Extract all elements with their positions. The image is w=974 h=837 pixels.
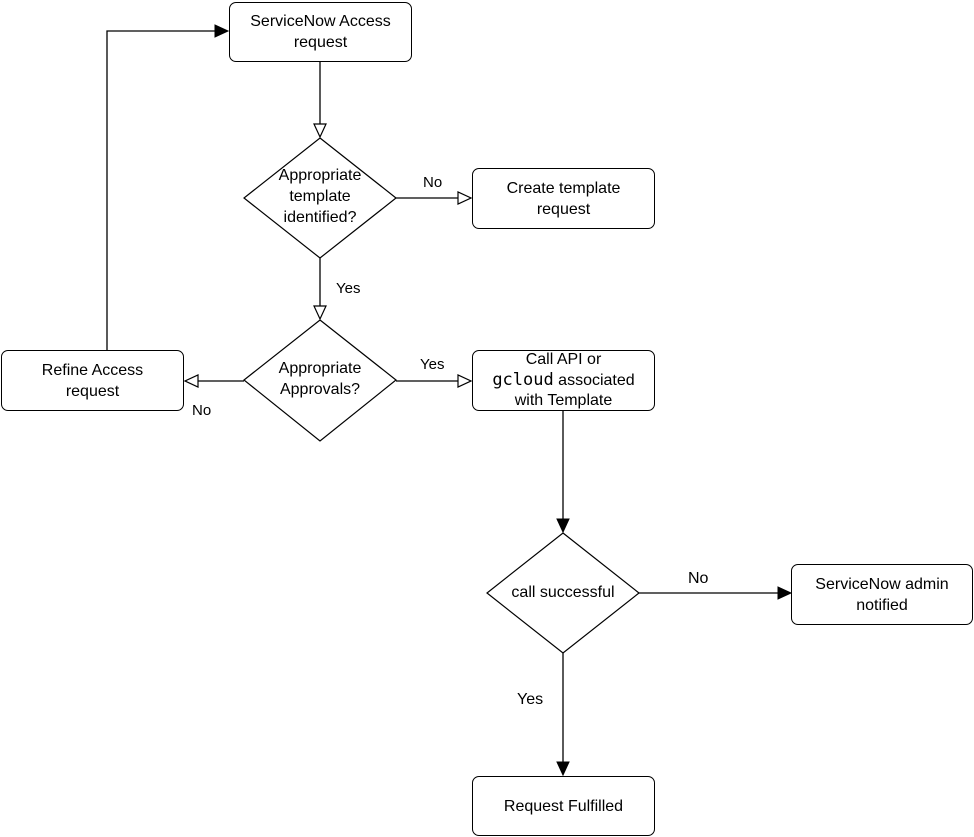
edge-approvals-no: [183, 374, 244, 388]
call-yes-label: Yes: [517, 691, 544, 708]
edge-refine-loop: [106, 24, 230, 350]
edge-api-to-call-decision: [556, 411, 570, 534]
approvals-decision-diamond: [243, 319, 397, 442]
call-api-line-2-rest: associated: [553, 372, 635, 389]
call-api-line-1: Call API or: [525, 351, 602, 368]
template-yes-label: Yes: [336, 280, 361, 297]
servicenow-admin-notified-text: ServiceNow admin notified: [815, 575, 949, 614]
servicenow-access-request-box: ServiceNow Access request: [229, 2, 412, 62]
call-api-box: Call API or gcloud associated with Templ…: [472, 350, 655, 411]
gcloud-code: gcloud: [492, 370, 554, 390]
create-template-request-text: Create template request: [506, 179, 621, 218]
edge-template-no: [396, 191, 473, 205]
edge-call-yes: [556, 653, 570, 777]
approvals-yes-label: Yes: [420, 356, 445, 373]
request-fulfilled-box: Request Fulfilled: [472, 776, 655, 836]
refine-access-request-box: Refine Access request: [1, 350, 184, 411]
call-no-label: No: [688, 570, 709, 587]
call-api-line-3: with Template: [514, 392, 613, 409]
create-template-request-box: Create template request: [472, 168, 655, 229]
request-fulfilled-text: Request Fulfilled: [503, 797, 624, 815]
approvals-decision-text: Appropriate Approvals?: [278, 360, 362, 398]
servicenow-access-request-text: ServiceNow Access request: [250, 13, 391, 51]
template-no-label: No: [423, 174, 443, 191]
call-decision-text: call successful: [511, 583, 615, 601]
call-api-text: Call API or gcloud associated with Templ…: [492, 350, 634, 411]
edge-approvals-yes: [396, 374, 473, 388]
edge-template-yes: [313, 258, 327, 321]
edge-request-to-template: [313, 62, 327, 139]
call-api-line-2: gcloud associated: [492, 370, 634, 391]
approvals-no-label: No: [192, 402, 212, 419]
template-decision-text: Appropriate template identified?: [278, 166, 362, 226]
refine-access-request-text: Refine Access request: [41, 361, 144, 400]
edge-call-no: [639, 586, 793, 600]
servicenow-admin-notified-box: ServiceNow admin notified: [791, 564, 973, 625]
